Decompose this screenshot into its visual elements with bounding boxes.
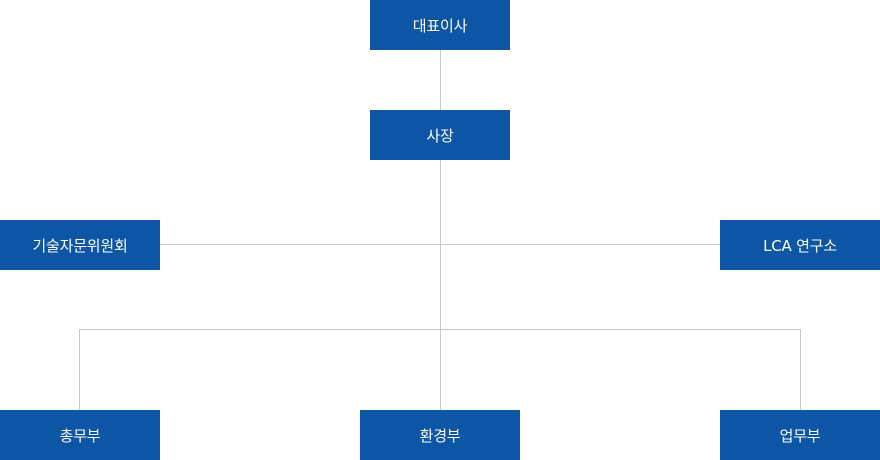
node-environment-dept: 환경부: [360, 410, 520, 460]
node-general-affairs-dept: 총무부: [0, 410, 160, 460]
node-business-dept: 업무부: [720, 410, 880, 460]
node-advisory-committee: 기술자문위원회: [0, 220, 160, 270]
node-president: 사장: [370, 110, 510, 160]
node-ceo: 대표이사: [370, 0, 510, 50]
node-lca-institute: LCA 연구소: [720, 220, 880, 270]
